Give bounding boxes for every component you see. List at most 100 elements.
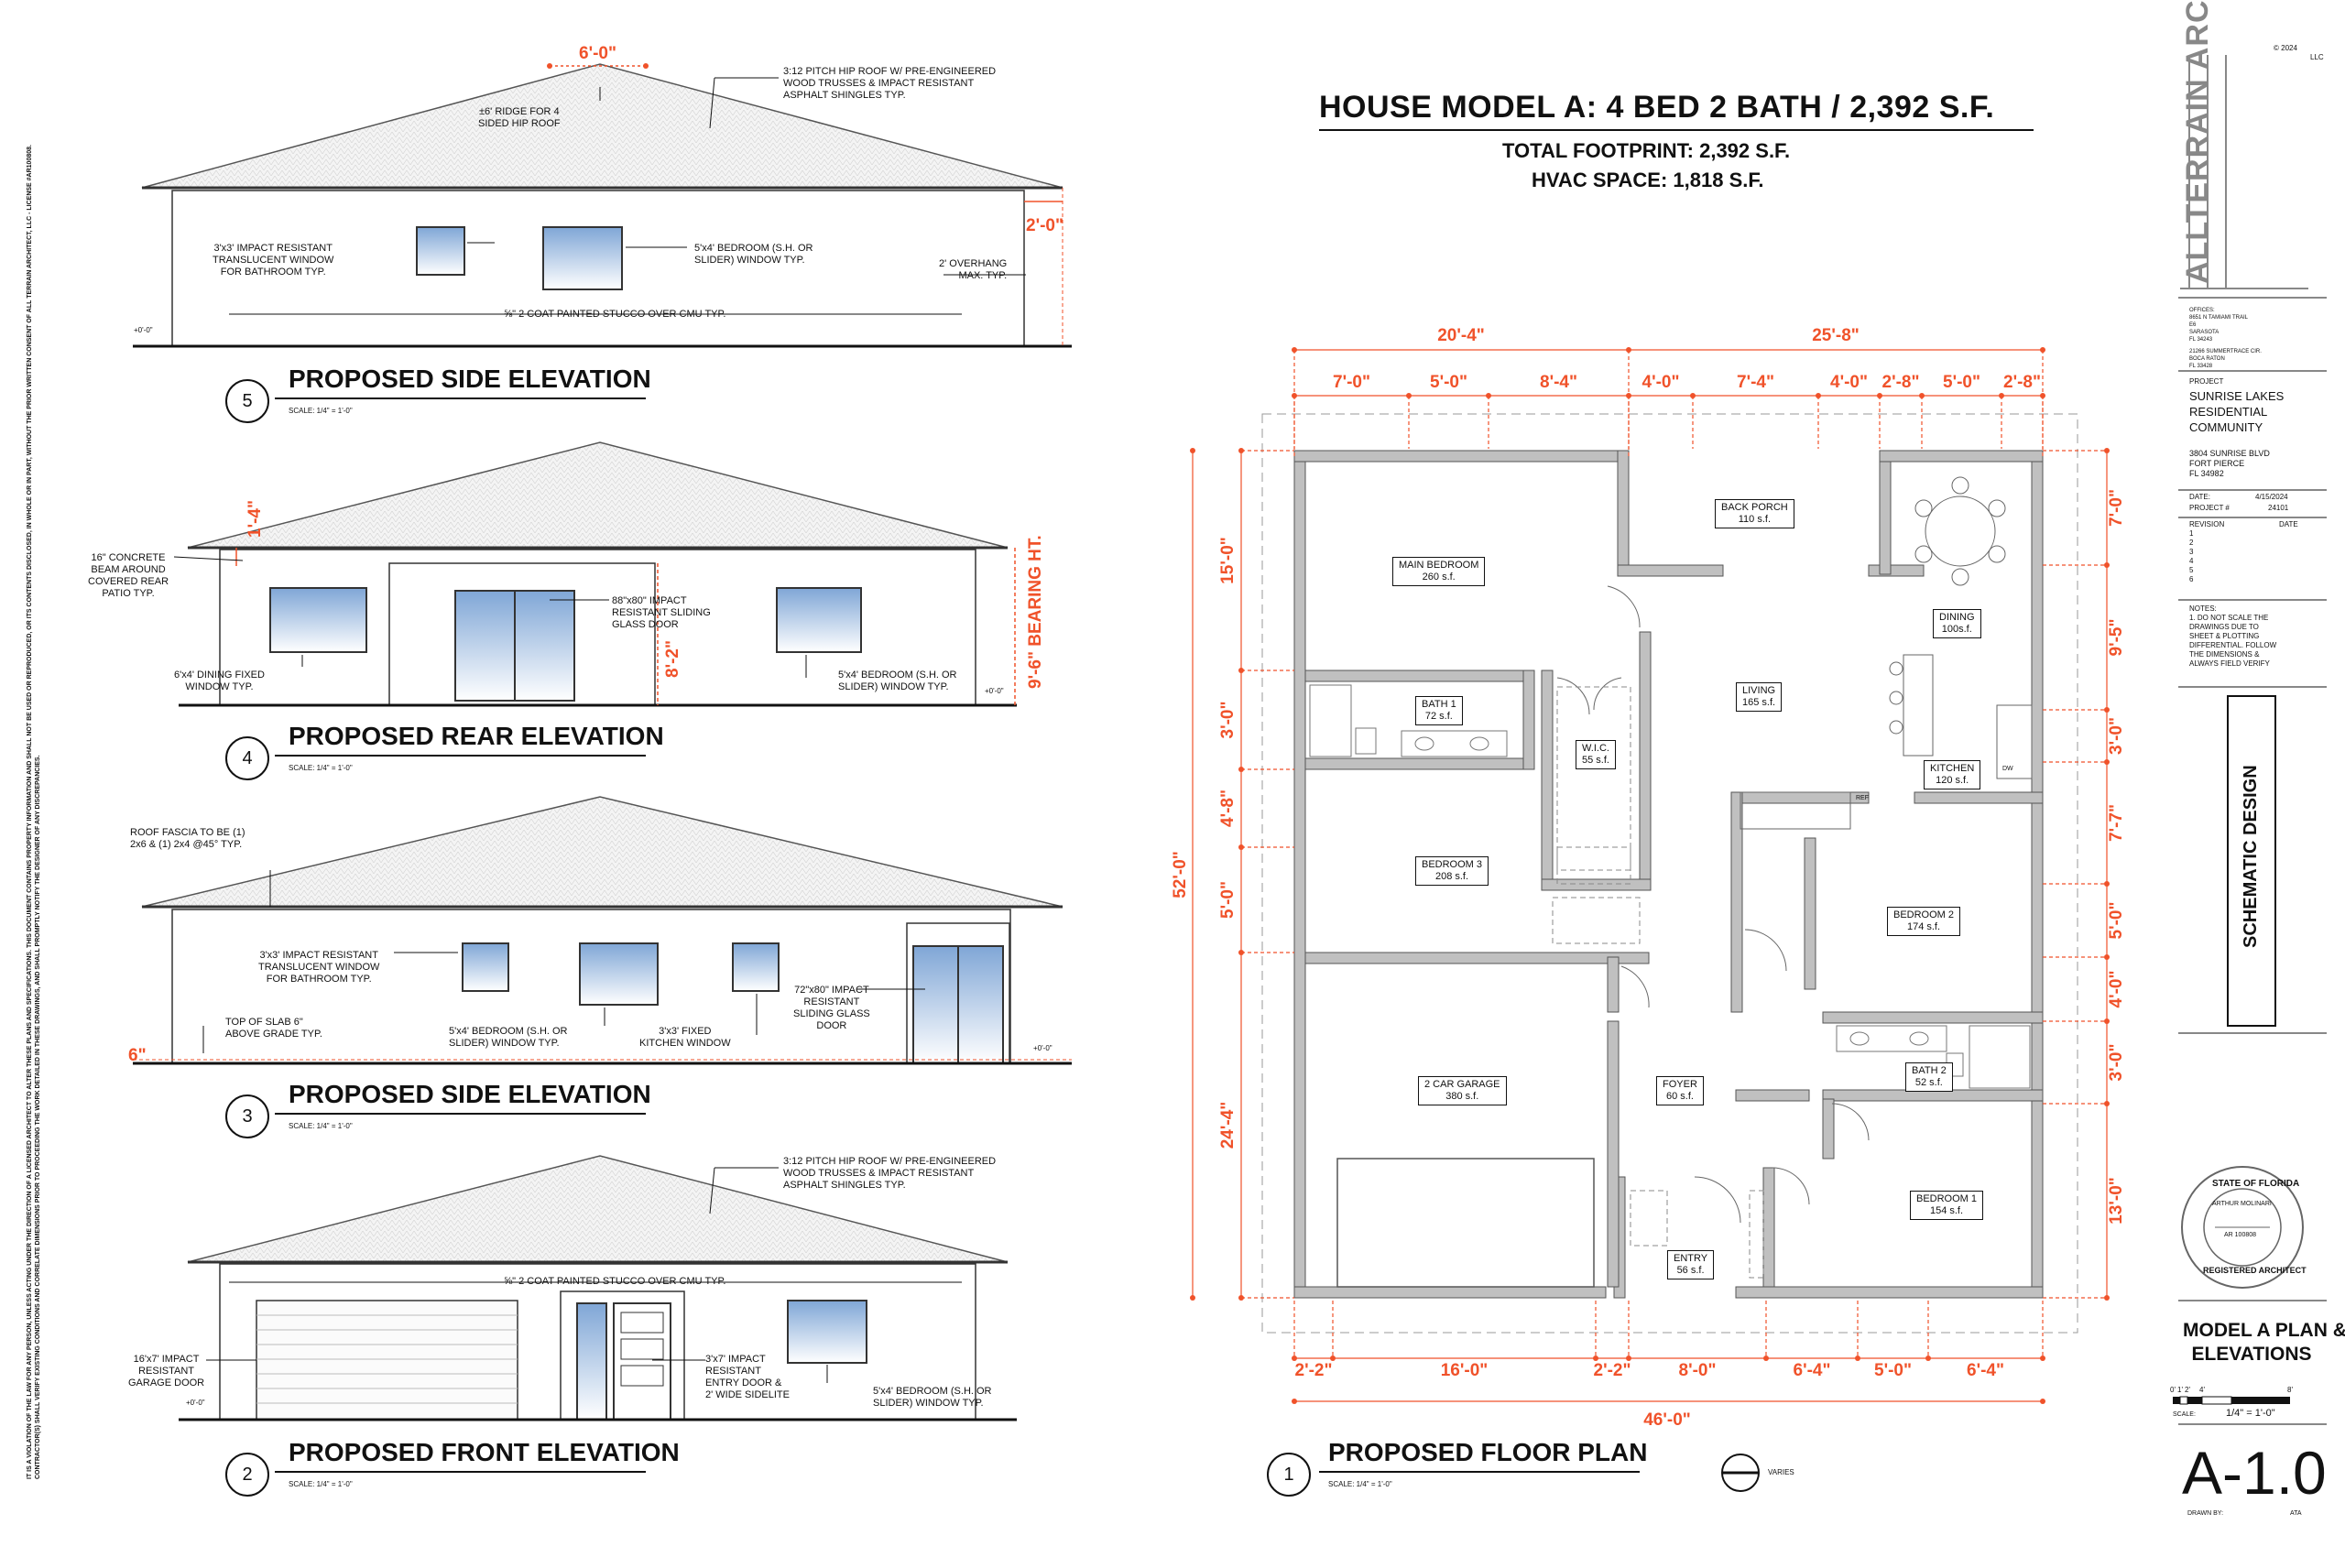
dw-label: DW xyxy=(2002,766,2013,772)
dimension-text: 9'-5" xyxy=(2107,619,2126,657)
dimension-tick xyxy=(1925,1356,1931,1361)
room-name: BEDROOM 1 xyxy=(1916,1193,1978,1204)
room-name: W.I.C. xyxy=(1582,743,1609,754)
dimension-text: 7'-7" xyxy=(2107,804,2126,842)
room-area: 72 s.f. xyxy=(1424,711,1453,722)
dimension-text: 8'-4" xyxy=(1540,373,1577,392)
notes-text: 1. DO NOT SCALE THE DRAWINGS DUE TO SHEE… xyxy=(2189,614,2277,668)
office-1: 8651 N TAMIAMI TRAIL E6 SARASOTA FL 3424… xyxy=(2189,315,2249,343)
kitchen-island xyxy=(1740,654,2033,830)
logo-llc: LLC xyxy=(2310,53,2324,61)
office-2: 21266 SUMMERTRACE CIR. BOCA RATON FL 334… xyxy=(2189,349,2262,369)
room-area: 110 s.f. xyxy=(1738,514,1771,525)
dimension-tick xyxy=(1855,1356,1860,1361)
seal-bottom: REGISTERED ARCHITECT xyxy=(2203,1266,2307,1275)
room-area: 165 s.f. xyxy=(1742,697,1776,708)
revision-row: 6 xyxy=(2189,575,2194,583)
dimension-text: 7'-4" xyxy=(1737,373,1774,392)
dim-slab: 6" xyxy=(128,1046,147,1065)
dim-bearing-height: 9'-6" BEARING HT. xyxy=(1026,535,1045,689)
notes-label: NOTES: xyxy=(2189,604,2217,613)
dimension-text: 6'-4" xyxy=(1967,1361,2004,1380)
room-name: KITCHEN xyxy=(1930,763,1975,774)
dining-table xyxy=(1914,476,2006,586)
dimension-text: 7'-0" xyxy=(2107,489,2126,527)
seal-name: ARTHUR MOLINARI xyxy=(2212,1201,2272,1207)
view-scale-3: SCALE: 1/4" = 1'-0" xyxy=(289,1122,353,1130)
project-address: 3804 SUNRISE BLVD FORT PIERCE FL 34982 xyxy=(2189,449,2270,478)
room-area: 60 s.f. xyxy=(1665,1091,1694,1102)
dimension-text: 2'-8" xyxy=(2003,373,2041,392)
dimension-text: 2'-8" xyxy=(1882,373,1920,392)
bedroom-window-2 xyxy=(787,1300,867,1364)
scale-tick-label: 4' xyxy=(2199,1386,2205,1394)
view-badge-4: 4 xyxy=(225,736,269,780)
elevation-3-side xyxy=(133,796,1072,1065)
room-tag-wic: W.I.C.55 s.f. xyxy=(1576,740,1616,769)
dimension-text: 2'-2" xyxy=(1594,1361,1631,1380)
hvac-space: HVAC SPACE: 1,818 S.F. xyxy=(1532,169,1764,191)
closets xyxy=(1552,686,1764,1279)
phase-label: SCHEMATIC DESIGN xyxy=(2241,765,2261,948)
scale-label: SCALE: xyxy=(2173,1411,2196,1418)
grade-2: +0'-0" xyxy=(186,1399,205,1407)
dimension-tick xyxy=(2104,1295,2110,1301)
dimension-tick xyxy=(2104,562,2110,568)
project-no: 24101 xyxy=(2268,504,2289,512)
date-value: 4/15/2024 xyxy=(2255,493,2288,501)
dimension-text: 25'-8" xyxy=(1812,326,1860,345)
ref-label: REF xyxy=(1856,795,1869,801)
note-roof-5: 3:12 PITCH HIP ROOF W/ PRE-ENGINEERED WO… xyxy=(783,66,997,101)
dimension-tick xyxy=(1763,1356,1769,1361)
dimension-text: 7'-0" xyxy=(1333,373,1370,392)
scale-value: 1/4" = 1'-0" xyxy=(2226,1408,2275,1419)
view-badge-2: 2 xyxy=(225,1453,269,1497)
dimension-tick xyxy=(2104,1101,2110,1106)
dimension-text: 20'-4" xyxy=(1437,326,1485,345)
dim-door-height: 8'-2" xyxy=(663,640,682,678)
dimension-text: 4'-0" xyxy=(2107,971,2126,1008)
roof-overhang-line xyxy=(1261,413,2078,1334)
view-title-3: PROPOSED SIDE ELEVATION xyxy=(289,1080,651,1108)
bath-window-5 xyxy=(416,226,465,276)
seal-top: STATE OF FLORIDA xyxy=(2212,1179,2300,1189)
bedroom-window-3 xyxy=(579,942,659,1006)
dim-ridge-width: 6'-0" xyxy=(579,44,616,63)
grade-4: +0'-0" xyxy=(985,687,1004,695)
room-name: BATH 2 xyxy=(1912,1065,1947,1076)
dimension-tick xyxy=(2104,1018,2110,1024)
view-badge-3: 3 xyxy=(225,1094,269,1138)
note-slab-3: TOP OF SLAB 6" ABOVE GRADE TYP. xyxy=(225,1017,322,1040)
room-name: LIVING xyxy=(1742,685,1776,696)
dimension-text: 4'-0" xyxy=(1642,373,1680,392)
dimension-tick xyxy=(2104,759,2110,765)
room-name: DINING xyxy=(1939,612,1975,623)
dimension-text: 15'-0" xyxy=(1218,537,1238,584)
elevation-4-rear xyxy=(173,441,1017,707)
dimension-tick xyxy=(2104,707,2110,713)
dimension-text: 13'-0" xyxy=(2107,1177,2126,1225)
dimension-text: 3'-0" xyxy=(2107,1044,2126,1082)
scale-tick-label: 8' xyxy=(2287,1386,2293,1394)
drawn-by-label: DRAWN BY: xyxy=(2187,1510,2224,1517)
project-label: PROJECT xyxy=(2189,377,2224,386)
architect-seal xyxy=(2181,1166,2304,1289)
note-fascia-3: ROOF FASCIA TO BE (1) 2x6 & (1) 2x4 @45°… xyxy=(130,827,245,850)
note-garage-2: 16'x7' IMPACT RESISTANT GARAGE DOOR xyxy=(128,1354,205,1388)
revision-date-label: DATE xyxy=(2279,520,2298,528)
door-swings xyxy=(1556,585,1870,1224)
grade-5: +0'-0" xyxy=(134,326,153,334)
note-entry-2: 3'x7' IMPACT RESISTANT ENTRY DOOR & 2' W… xyxy=(705,1354,790,1400)
title-block-frame xyxy=(2178,297,2327,1425)
revision-row: 1 xyxy=(2189,529,2194,538)
roof-3 xyxy=(141,796,1063,908)
dimension-text: 3'-0" xyxy=(1218,702,1238,739)
dimension-tick xyxy=(2104,448,2110,453)
bath-fixtures xyxy=(1309,684,2031,1089)
note-ridge-5: ±6' RIDGE FOR 4 SIDED HIP ROOF xyxy=(478,106,561,129)
